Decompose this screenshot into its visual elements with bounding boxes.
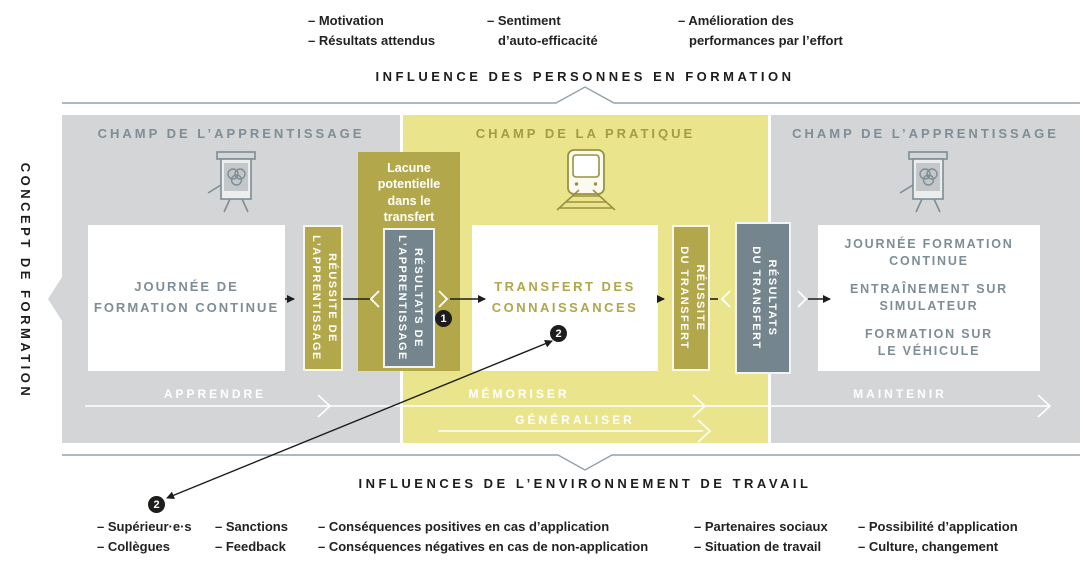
marker-2-top: 2 [550, 325, 567, 342]
programme-item-journee: JOURNÉE FORMATION CONTINUE [844, 236, 1014, 269]
note-line: – Amélioration des [678, 13, 794, 28]
box-reussite-apprentissage: RÉUSSITE DE L’APPRENTISSAGE [303, 225, 343, 371]
note-line: – Motivation [308, 13, 384, 28]
note-line: – Résultats attendus [308, 32, 436, 48]
side-label-concept-formation: CONCEPT DE FORMATION [18, 162, 33, 400]
panel-title-left: CHAMP DE L’APPRENTISSAGE [97, 126, 365, 141]
box-reussite-transfert: RÉUSSITE DU TRANSFERT [672, 225, 710, 371]
note-line: – Culture, changement [858, 538, 999, 554]
note-line: – Feedback [215, 538, 286, 554]
note-line: – Partenaires sociaux [694, 519, 828, 534]
box-resultats-apprentissage-label: RÉSULTATS DE L’APPRENTISSAGE [396, 235, 424, 361]
flow-label-maintenir: MAINTENIR [853, 387, 947, 401]
note-line: – Conséquences positives en cas d’applic… [318, 519, 610, 534]
note-sanctions: – Sanctions – Feedback [215, 517, 288, 556]
box-reussite-transfert-label: RÉUSSITE DU TRANSFERT [678, 246, 706, 350]
train-icon [556, 149, 616, 211]
note-superieurs: – Supérieur·e·s – Collègues [97, 517, 192, 556]
note-line: – Possibilité d’application [858, 519, 1018, 534]
banner-influence-personnes: INFLUENCE DES PERSONNES EN FORMATION [375, 69, 795, 84]
flow-label-apprendre: APPRENDRE [163, 387, 267, 401]
banner-influences-environnement: INFLUENCES DE L’ENVIRONNEMENT DE TRAVAIL [358, 476, 812, 491]
programme-item-vehicule: FORMATION SUR LE VÉHICULE [864, 326, 994, 359]
marker-2-bottom: 2 [148, 496, 165, 513]
box-transfert-label: TRANSFERT DES CONNAISSANCES [491, 279, 639, 315]
note-sentiment: – Sentiment d’auto-efficacité [487, 11, 598, 50]
top-separator-line [62, 86, 1080, 104]
box-reussite-apprentissage-label: RÉUSSITE DE L’APPRENTISSAGE [310, 235, 338, 361]
note-line: performances par l’effort [689, 32, 843, 48]
box-resultats-transfert-label: RÉSULTATS DU TRANSFERT [750, 246, 778, 350]
box-resultats-apprentissage: RÉSULTATS DE L’APPRENTISSAGE [383, 228, 435, 368]
panel-title-right: CHAMP DE L’APPRENTISSAGE [792, 126, 1059, 141]
note-line: d’auto-efficacité [498, 32, 598, 48]
note-consequences: – Conséquences positives en cas d’applic… [318, 517, 648, 556]
box-programme: JOURNÉE FORMATION CONTINUE ENTRAÎNEMENT … [818, 225, 1040, 371]
bottom-separator-line [62, 454, 1080, 471]
box-transfert-connaissances: TRANSFERT DES CONNAISSANCES [472, 225, 658, 371]
box-journee-formation-continue: JOURNÉE DE FORMATION CONTINUE [88, 225, 285, 371]
note-partenaires: – Partenaires sociaux – Situation de tra… [694, 517, 828, 556]
flipchart-icon [207, 151, 256, 213]
note-line: – Collègues [97, 538, 170, 554]
box-lacune-label: Lacune potentielle dans le transfert [377, 161, 441, 224]
programme-item-simulateur: ENTRAÎNEMENT SUR SIMULATEUR [850, 281, 1008, 314]
panel-title-middle: CHAMP DE LA PRATIQUE [475, 126, 696, 141]
box-resultats-transfert: RÉSULTATS DU TRANSFERT [735, 222, 791, 374]
marker-1: 1 [435, 310, 452, 327]
box-journee-label: JOURNÉE DE FORMATION CONTINUE [93, 279, 280, 315]
flow-label-memoriser: MÉMORISER [468, 387, 570, 401]
note-line: – Sentiment [487, 13, 561, 28]
note-line: – Situation de travail [694, 538, 822, 554]
note-possibilite: – Possibilité d’application – Culture, c… [858, 517, 1018, 556]
flipchart-icon [899, 151, 948, 213]
note-line: – Sanctions [215, 519, 288, 534]
flow-label-generaliser: GÉNÉRALISER [515, 413, 635, 427]
concept-notch [48, 277, 62, 321]
note-amelioration: – Amélioration des performances par l’ef… [678, 11, 843, 50]
note-line: – Conséquences négatives en cas de non-a… [318, 538, 649, 554]
note-line: – Supérieur·e·s [97, 519, 192, 534]
note-motivation: – Motivation – Résultats attendus [308, 11, 435, 50]
